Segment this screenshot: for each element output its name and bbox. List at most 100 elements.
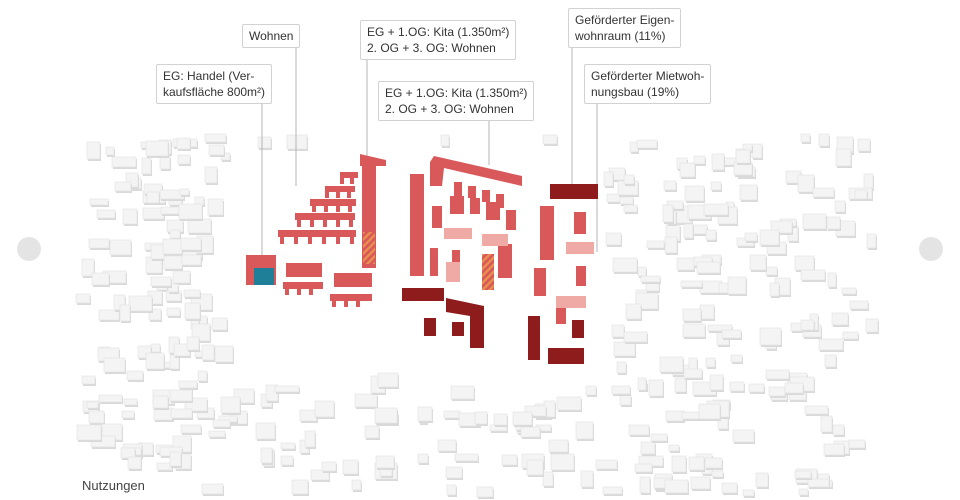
context-building <box>184 302 201 320</box>
context-building <box>804 405 829 415</box>
context-building <box>96 209 116 219</box>
context-building <box>291 479 309 495</box>
context-building <box>152 395 169 409</box>
context-building <box>800 319 815 331</box>
context-building <box>183 289 201 298</box>
context-building <box>375 455 395 469</box>
context-building <box>169 451 182 467</box>
context-building <box>145 140 169 157</box>
context-building <box>88 238 110 249</box>
nav-next-dot-icon[interactable] <box>919 237 943 261</box>
context-building <box>204 166 218 184</box>
context-building <box>207 198 224 216</box>
context-building <box>650 433 668 442</box>
context-building <box>556 396 582 411</box>
context-building <box>721 329 742 339</box>
gefoerdert-miete-east <box>528 184 598 364</box>
context-building <box>351 479 362 491</box>
context-building <box>145 352 165 370</box>
context-building <box>679 162 696 178</box>
context-building <box>693 155 706 165</box>
context-building <box>729 381 745 392</box>
context-building <box>148 308 162 321</box>
context-building <box>623 204 638 213</box>
context-building <box>735 149 751 164</box>
context-building <box>826 216 841 230</box>
context-building <box>178 380 198 389</box>
context-building <box>98 309 120 321</box>
context-building <box>637 266 647 277</box>
wohnen-south-rows <box>283 263 372 307</box>
context-building <box>831 312 849 326</box>
context-building <box>575 421 594 440</box>
context-building <box>668 444 680 452</box>
context-building <box>707 324 733 332</box>
context-building <box>280 442 296 450</box>
context-building <box>611 385 631 395</box>
context-building <box>798 488 809 496</box>
context-building <box>304 430 316 448</box>
context-building <box>179 188 190 196</box>
context-building <box>180 237 202 251</box>
context-building <box>321 461 337 472</box>
context-building <box>665 410 685 422</box>
context-building <box>163 255 183 270</box>
context-building <box>784 382 804 394</box>
kita-hatch-west <box>363 232 375 264</box>
slide-caption: Nutzungen <box>82 478 145 493</box>
context-building <box>688 456 705 471</box>
context-building <box>162 238 183 255</box>
context-building <box>865 318 879 333</box>
leader-lines <box>261 42 598 262</box>
context-building <box>127 456 142 470</box>
context-building <box>255 422 276 440</box>
context-building <box>128 295 153 312</box>
context-building <box>280 455 294 466</box>
context-building <box>710 181 722 191</box>
context-building <box>841 287 857 295</box>
context-building <box>691 224 708 235</box>
context-building <box>91 272 110 286</box>
context-building <box>211 317 228 331</box>
context-building <box>595 459 618 470</box>
callout-handel: EG: Handel (Ver- kaufsfläche 800m²) <box>156 64 273 104</box>
context-building <box>81 258 95 277</box>
context-building <box>863 173 874 190</box>
wohnen-centre-frame <box>410 156 522 278</box>
context-building <box>639 476 651 494</box>
context-building <box>721 482 738 494</box>
context-building <box>696 261 721 274</box>
context-building <box>834 200 846 213</box>
context-building <box>542 471 554 487</box>
context-building <box>794 470 812 479</box>
context-building <box>474 411 488 425</box>
context-building <box>204 133 227 143</box>
context-building <box>664 479 689 494</box>
context-building <box>628 424 650 436</box>
context-building <box>854 189 868 200</box>
context-building <box>769 282 780 297</box>
context-building <box>585 385 597 396</box>
context-building <box>748 383 765 393</box>
context-building <box>146 191 160 204</box>
nav-prev-dot-icon[interactable] <box>17 237 41 261</box>
context-building <box>619 196 634 205</box>
context-building <box>616 361 627 374</box>
gefoerdert-miete-centre <box>402 288 484 348</box>
context-building <box>682 308 702 322</box>
context-building <box>611 324 625 338</box>
context-building <box>732 429 755 443</box>
callout-eigenwohnraum: Geförderter Eigen- wohnraum (11%) <box>568 8 682 48</box>
context-building <box>450 385 475 400</box>
context-building <box>542 134 558 145</box>
context-building <box>730 354 743 363</box>
context-building <box>744 232 758 242</box>
context-building <box>310 469 330 481</box>
context-building <box>446 484 457 496</box>
context-building <box>765 369 790 380</box>
context-building <box>636 139 658 149</box>
context-building <box>612 257 638 273</box>
context-building <box>640 441 656 455</box>
context-building <box>676 257 695 271</box>
context-building <box>711 470 724 478</box>
